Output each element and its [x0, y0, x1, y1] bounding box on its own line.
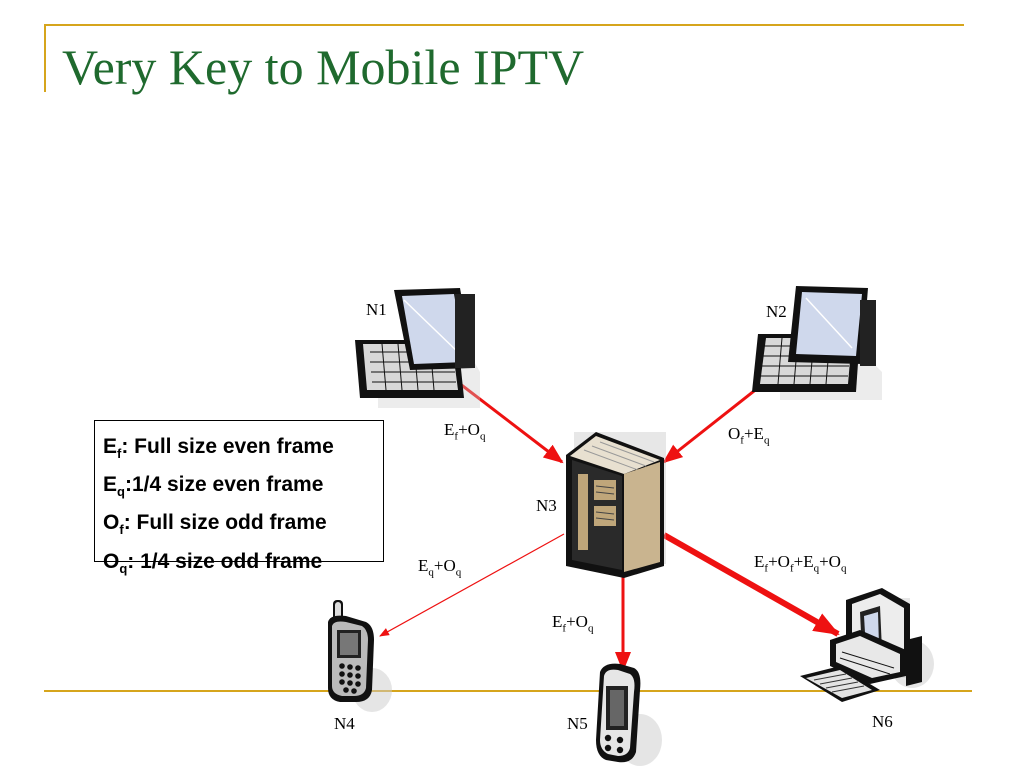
node-label-n6: N6	[872, 712, 893, 731]
edge-n1-n3	[454, 378, 564, 464]
edge-label-text: +O	[819, 552, 841, 571]
edge-label-n2-n3: Of+Eq	[728, 424, 769, 446]
top-rule	[44, 24, 964, 26]
edge-label-subscript: q	[587, 622, 594, 635]
edge-label-text: E	[444, 420, 455, 439]
edge-label-subscript: q	[763, 434, 770, 447]
left-rule	[44, 24, 46, 92]
edge-label-text: +O	[433, 556, 456, 575]
node-label-n1: N1	[366, 300, 387, 319]
legend-box: Ef: Full size even frame Eq:1/4 size eve…	[94, 420, 384, 576]
edge-label-n3-n6: Ef+Of+Eq+Oq	[754, 552, 846, 574]
edge-label-text: E	[754, 552, 765, 571]
edge-n3-n4	[379, 533, 565, 637]
legend-item: Ef: Full size even frame	[103, 435, 334, 462]
edge-label-text: O	[728, 424, 741, 443]
edge-label-n3-n5: Ef+Oq	[552, 612, 593, 634]
edge-label-text: +O	[566, 612, 588, 631]
edge-label-subscript: q	[428, 566, 434, 579]
legend-item: Eq:1/4 size even frame	[103, 473, 324, 500]
slide-title: Very Key to Mobile IPTV	[62, 39, 585, 95]
edge-label-text: +E	[743, 424, 764, 443]
legend-item: Of: Full size odd frame	[103, 511, 327, 538]
edge-label-text: E	[418, 556, 429, 575]
edge-label-subscript: f	[454, 430, 459, 443]
edge-label-subscript: q	[455, 566, 462, 579]
edge-n3-n6	[662, 532, 840, 637]
edge-label-subscript: q	[479, 430, 486, 443]
laptop-icon	[355, 288, 480, 408]
edge-label-subscript: f	[789, 562, 794, 575]
laptop-icon	[752, 286, 882, 400]
edge-label-subscript: f	[562, 622, 567, 635]
edge-label-n1-n3: Ef+Oq	[444, 420, 485, 442]
node-label-n4: N4	[334, 714, 355, 733]
edge-label-text: +O	[458, 420, 480, 439]
bottom-rule	[44, 690, 972, 692]
mobile-phone-icon	[328, 600, 392, 712]
edge-label-text: +O	[768, 552, 790, 571]
desktop-computer-icon	[800, 588, 934, 702]
server-icon	[566, 432, 666, 578]
node-label-n3: N3	[536, 496, 557, 515]
node-label-n2: N2	[766, 302, 787, 321]
edge-label-subscript: q	[813, 562, 820, 575]
handheld-device-icon	[596, 663, 662, 766]
legend-item: Oq: 1/4 size odd frame	[103, 549, 323, 576]
edge-label-text: E	[552, 612, 563, 631]
edge-label-n3-n4: Eq+Oq	[418, 556, 461, 578]
edge-label-subscript: f	[764, 562, 769, 575]
node-label-n5: N5	[567, 714, 588, 733]
edge-label-subscript: q	[840, 562, 847, 575]
edge-label-subscript: f	[740, 434, 744, 447]
edge-label-text: +E	[793, 552, 814, 571]
edge-n2-n3	[662, 378, 769, 464]
